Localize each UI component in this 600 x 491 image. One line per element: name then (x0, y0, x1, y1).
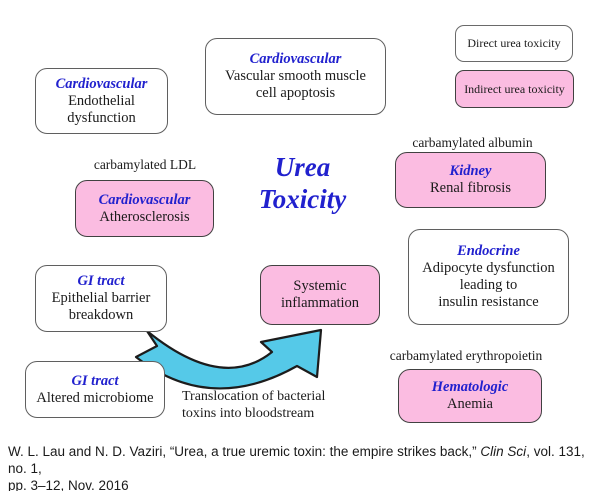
node-category-label: Cardiovascular (249, 51, 342, 67)
node-category-label: GI tract (77, 273, 125, 289)
node-category-label: Hematologic (431, 379, 509, 395)
node-text-line: Renal fibrosis (430, 180, 511, 196)
title-line-2: Toxicity (258, 184, 347, 214)
legend-indirect-label: Indirect urea toxicity (464, 81, 565, 96)
node-kidney-renal-fibrosis: Kidney Renal fibrosis (395, 152, 546, 208)
node-text-line: Endothelial (68, 92, 135, 109)
node-text-line: Anemia (447, 396, 493, 412)
node-text-line: cell apoptosis (255, 85, 336, 101)
title-line-1: Urea (274, 152, 331, 182)
node-category-label: Endocrine (457, 243, 520, 259)
annotation-carbamylated-albumin: carbamylated albumin (412, 135, 533, 150)
node-cardiovascular-atherosclerosis: Cardiovascular Atherosclerosis (75, 180, 214, 237)
translocation-line-1: Translocation of bacterial (182, 389, 326, 404)
node-text-line: inflammation (280, 295, 360, 311)
citation-journal: Clin Sci (480, 444, 527, 459)
citation-line2: pp. 3–12, Nov. 2016 (8, 478, 129, 491)
node-text-line: Epithelial barrier (51, 290, 151, 306)
citation-part2: , vol. 131, no. 1, (8, 444, 585, 476)
annotation-translocation: Translocation of bacterial toxins into b… (182, 388, 347, 422)
node-text-line: Atherosclerosis (99, 208, 190, 225)
node-endocrine-insulin-resistance: Endocrine Adipocyte dysfunction leading … (408, 229, 569, 325)
node-text-line: leading to (459, 277, 518, 293)
node-systemic-inflammation: Systemic inflammation (260, 265, 380, 325)
citation-part1: W. L. Lau and N. D. Vaziri, “Urea, a tru… (8, 444, 481, 459)
node-text-line: breakdown (68, 307, 134, 323)
node-cardiovascular-endothelial: Cardiovascular Endothelial dysfunction (35, 68, 168, 134)
node-category-label: Cardiovascular (98, 191, 191, 208)
node-category-label: GI tract (71, 372, 119, 389)
node-text-line: Systemic (293, 278, 347, 294)
node-text-line: Altered microbiome (36, 389, 154, 406)
node-text-line: dysfunction (67, 109, 136, 126)
annotation-carbamylated-ldl: carbamylated LDL (93, 157, 197, 172)
node-text-line: Adipocyte dysfunction (422, 260, 555, 276)
node-category-label: Kidney (449, 163, 492, 179)
annotation-carbamylated-erythropoietin: carbamylated erythropoietin (389, 348, 543, 363)
legend-indirect-urea-toxicity: Indirect urea toxicity (455, 70, 574, 108)
node-category-label: Cardiovascular (55, 75, 148, 92)
citation: W. L. Lau and N. D. Vaziri, “Urea, a tru… (8, 443, 594, 491)
diagram-title: Urea Toxicity (230, 151, 375, 215)
node-cardiovascular-vsmc-apoptosis: Cardiovascular Vascular smooth muscle ce… (205, 38, 386, 115)
node-text-line: Vascular smooth muscle (225, 68, 366, 84)
translocation-line-2: toxins into bloodstream (182, 406, 315, 421)
node-text-line: insulin resistance (438, 294, 539, 310)
legend-direct-label: Direct urea toxicity (467, 36, 561, 50)
node-gi-epithelial-barrier-breakdown: GI tract Epithelial barrier breakdown (35, 265, 167, 332)
node-hematologic-anemia: Hematologic Anemia (398, 369, 542, 423)
legend-direct-urea-toxicity: Direct urea toxicity (455, 25, 573, 62)
node-gi-altered-microbiome: GI tract Altered microbiome (25, 361, 165, 418)
